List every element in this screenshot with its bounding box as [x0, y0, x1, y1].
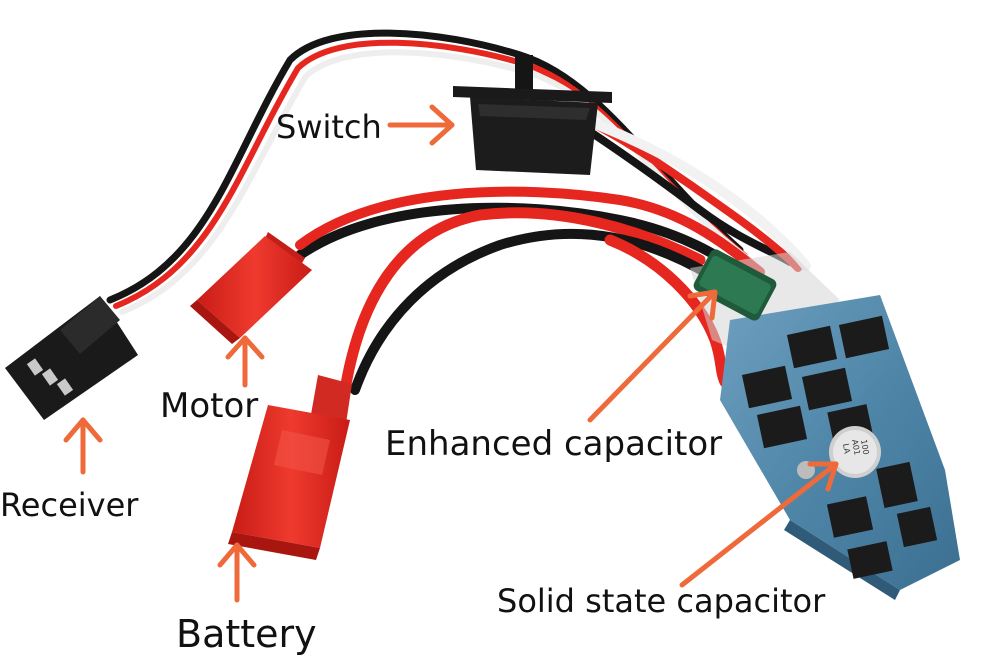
enhanced-capacitor	[693, 249, 777, 321]
battery-housing-shade	[228, 532, 320, 560]
motor-housing-shade	[190, 300, 240, 344]
receiver-housing-top	[60, 296, 120, 354]
receiver-connector	[5, 296, 138, 420]
chip-3	[896, 506, 938, 548]
arrow-solid-state-capacitor	[679, 461, 839, 588]
switch-component	[453, 55, 612, 175]
pcb-edge	[784, 520, 900, 600]
receiver-housing	[5, 296, 138, 420]
receiver-pin-2	[41, 368, 59, 386]
motor-connector	[190, 232, 312, 344]
switch-highlight	[478, 104, 590, 120]
label-receiver: Receiver	[0, 486, 139, 524]
chip-1	[876, 461, 918, 509]
capacitor-marking-top: LA	[841, 443, 852, 455]
chip-2	[826, 496, 874, 538]
arrow-motor	[225, 335, 265, 388]
receiver-pin-3	[56, 378, 74, 396]
mosfet-3	[741, 365, 793, 409]
label-battery: Battery	[176, 612, 317, 656]
capacitor-marking-bottom: 100	[859, 439, 871, 456]
label-switch: Switch	[276, 108, 382, 146]
mosfet-1	[786, 325, 838, 369]
wire-harness	[106, 29, 811, 396]
switch-tab	[515, 55, 533, 95]
mosfet-4	[801, 367, 853, 411]
battery-housing-highlight	[274, 430, 330, 475]
chip-4	[847, 541, 893, 579]
capacitor-marking-mid: A01	[850, 439, 862, 456]
mosfet-2	[838, 315, 890, 359]
mosfet-5	[756, 405, 808, 449]
solid-state-capacitor: LA A01 100	[829, 426, 881, 478]
battery-wire-black	[350, 228, 715, 395]
arrow-receiver	[63, 417, 103, 475]
label-solid-state-capacitor: Solid state capacitor	[497, 582, 826, 620]
arrow-enhanced-capacitor	[587, 289, 718, 423]
label-motor: Motor	[160, 386, 259, 426]
label-enhanced-capacitor: Enhanced capacitor	[385, 424, 723, 464]
switch-flange	[453, 86, 612, 103]
arrow-switch	[387, 104, 455, 146]
arrow-battery	[217, 542, 257, 603]
battery-wire-red	[339, 207, 706, 396]
motor-housing	[197, 236, 312, 338]
motor-wire-red	[295, 186, 765, 277]
battery-connector	[228, 375, 352, 560]
switch-wire-white	[555, 105, 811, 271]
esc-board: LA A01 100	[690, 249, 960, 600]
receiver-pin-1	[26, 358, 44, 376]
battery-housing	[232, 405, 350, 548]
annotation-arrows	[63, 104, 839, 603]
